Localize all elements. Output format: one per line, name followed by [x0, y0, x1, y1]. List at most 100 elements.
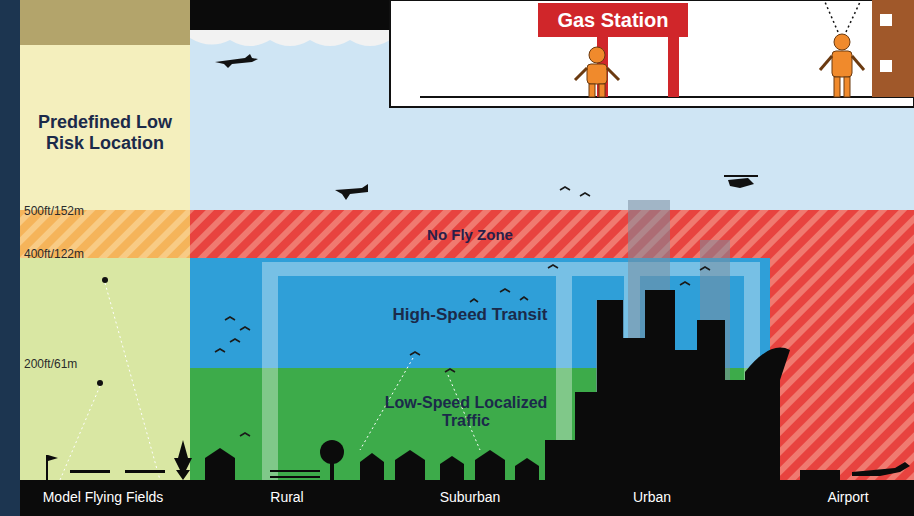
illustration-shape — [262, 276, 278, 480]
illustration-shape — [105, 283, 160, 480]
illustration-shape — [335, 184, 368, 200]
illustration-shape — [846, 2, 860, 32]
illustration-shape — [575, 392, 597, 480]
illustration-shape — [724, 175, 758, 177]
illustration-shape — [607, 68, 619, 80]
area-label: Suburban — [440, 489, 501, 505]
illustration-shape — [360, 453, 384, 480]
illustration-shape — [190, 30, 390, 46]
illustration-shape — [395, 450, 425, 480]
illustration-shape — [20, 290, 914, 516]
illustration-shape — [700, 267, 710, 270]
illustration-shape — [262, 262, 760, 276]
illustration-shape — [880, 60, 892, 72]
transit-band: High-Speed Transit — [190, 258, 914, 368]
illustration-shape — [844, 77, 850, 97]
illustration-shape — [270, 470, 320, 472]
illustration-shape — [575, 56, 864, 80]
illustration-shape — [728, 178, 754, 188]
illustration-shape — [174, 440, 192, 480]
illustration-shape — [60, 386, 100, 480]
illustration-shape — [445, 369, 455, 372]
illustration-shape — [20, 258, 190, 480]
area-label: Rural — [270, 489, 303, 505]
low-speed-band: Low-Speed Localized Traffic — [190, 368, 914, 480]
illustration-shape — [520, 297, 528, 300]
illustration-shape — [125, 470, 165, 473]
illustration-shape — [97, 380, 103, 386]
area-label: Urban — [633, 489, 671, 505]
illustration-shape — [20, 45, 190, 210]
illustration-shape — [832, 51, 852, 77]
illustration-shape — [834, 34, 850, 50]
illustration-shape — [852, 56, 864, 70]
illustration-shape — [390, 0, 914, 107]
band-label: High-Speed Transit — [393, 305, 548, 325]
illustration-shape — [270, 476, 320, 478]
illustration-shape — [545, 440, 575, 480]
illustration-shape — [440, 456, 464, 480]
altitude-label: 500ft/152m — [24, 204, 84, 218]
illustration-shape — [596, 300, 624, 480]
illustration-shape — [587, 34, 852, 97]
illustration-shape — [230, 339, 240, 342]
area-label: Airport — [827, 489, 868, 505]
no-fly-band: No Fly Zone — [190, 210, 914, 258]
band-label: No Fly Zone — [427, 226, 513, 243]
illustration-shape — [800, 470, 840, 480]
altitude-label: 400ft/122m — [24, 247, 84, 261]
illustration-shape — [599, 84, 605, 97]
illustration-shape — [680, 282, 690, 285]
illustration-shape — [190, 210, 914, 258]
illustration-shape — [770, 258, 914, 480]
illustration-shape — [262, 262, 760, 480]
illustration-shape — [880, 14, 892, 26]
illustration-shape — [190, 0, 914, 210]
illustration-shape — [834, 77, 840, 97]
illustration-shape — [515, 458, 539, 480]
illustration-shape — [596, 200, 730, 480]
illustration-shape — [623, 338, 645, 480]
illustration-shape — [668, 37, 679, 97]
illustration-shape — [589, 47, 605, 63]
altitude-label: 200ft/61m — [24, 357, 77, 371]
illustration-shape — [48, 455, 58, 461]
illustration-shape — [500, 289, 510, 292]
illustration-shape — [825, 2, 838, 32]
area-label: Model Flying Fields — [43, 489, 164, 505]
low-risk-zone: Predefined Low Risk Location — [20, 45, 190, 210]
illustration-shape — [597, 300, 623, 480]
band-label: Low-Speed Localized Traffic — [376, 394, 556, 431]
illustration-shape — [587, 64, 607, 84]
illustration-shape — [745, 348, 790, 480]
illustration-shape — [548, 265, 558, 268]
illustration-shape — [225, 317, 235, 320]
illustration-shape — [102, 277, 108, 283]
gas-station-sign: Gas Station — [538, 3, 688, 37]
illustration-shape — [46, 455, 48, 480]
band-label: Predefined Low Risk Location — [30, 112, 180, 153]
band-label: Gas Station — [557, 9, 668, 32]
illustration-shape — [675, 350, 697, 480]
illustration-shape — [70, 470, 110, 473]
illustration-shape — [825, 2, 860, 32]
illustration-shape — [820, 56, 832, 70]
illustration-shape — [697, 320, 725, 480]
illustration-shape — [589, 84, 595, 97]
illustration-shape — [20, 0, 190, 45]
illustration-shape — [410, 352, 420, 355]
illustration-shape — [475, 450, 505, 480]
illustration-shape — [852, 462, 910, 476]
illustration-shape — [240, 433, 250, 436]
illustration-shape — [0, 0, 20, 516]
illustration-shape — [20, 480, 914, 516]
illustration-shape — [872, 0, 914, 97]
illustration-shape — [575, 68, 587, 80]
illustration-shape — [215, 349, 225, 352]
illustration-shape — [725, 380, 745, 480]
illustration-shape — [330, 455, 334, 480]
illustration-shape — [240, 327, 250, 330]
